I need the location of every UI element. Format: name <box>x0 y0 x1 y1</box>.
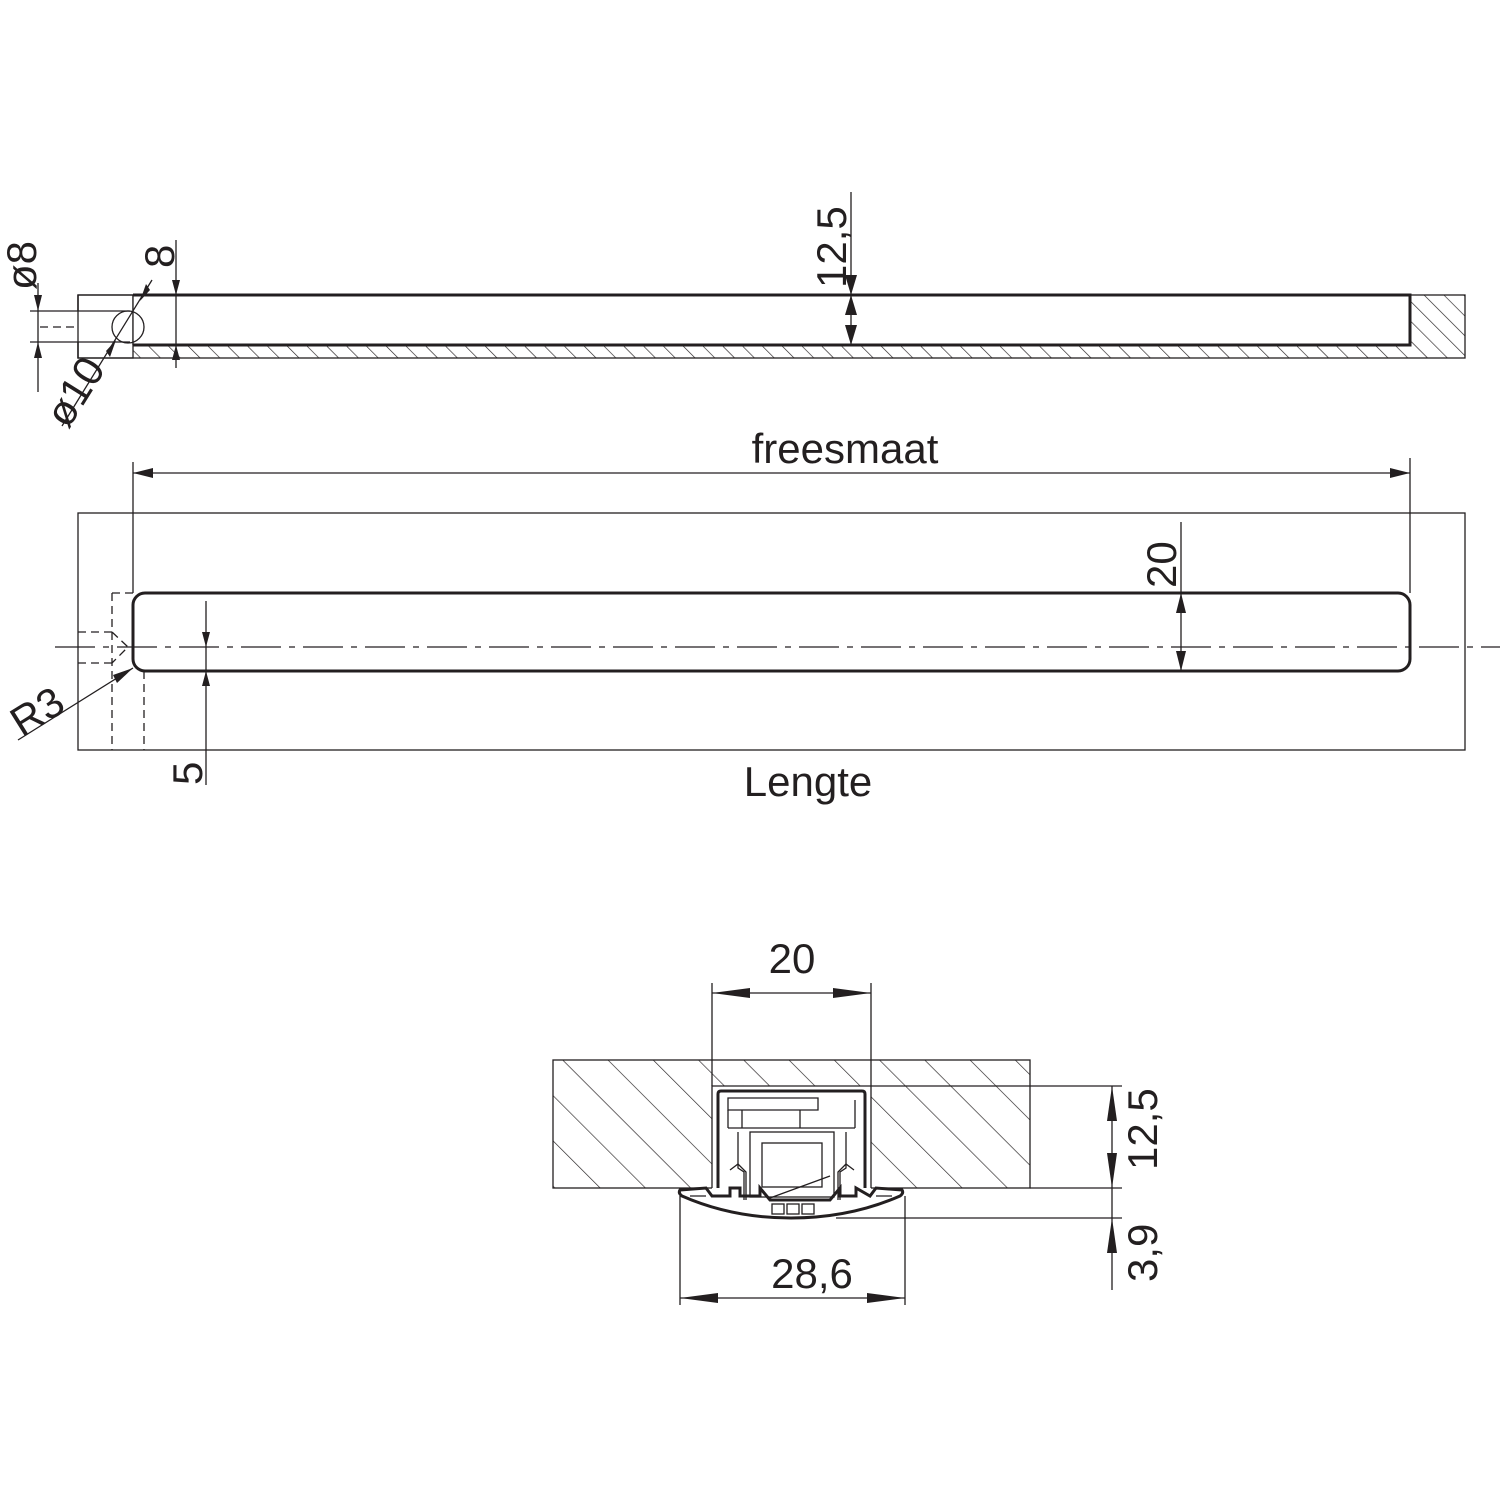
hole-diameter-label: ø8 <box>0 241 45 290</box>
groove-section-outline <box>711 1085 872 1188</box>
board-plan-outline <box>77 512 1466 751</box>
hole-offset-label: 8 <box>136 245 183 268</box>
groove-depth-label: 12,5 <box>1119 1088 1166 1170</box>
length-label: Lengte <box>744 758 872 805</box>
bottom-hatched-strip <box>133 345 1410 358</box>
right-hatched-end <box>1410 295 1465 358</box>
groove <box>133 295 1410 345</box>
slot-outline <box>131 591 1412 673</box>
slot-width-label: 20 <box>1138 541 1185 588</box>
plan-view: freesmaat 20 5 R3 Lengte <box>2 425 1500 805</box>
radius-label: R3 <box>2 677 72 745</box>
edge-offset-label: 5 <box>164 762 211 785</box>
depth-label: 12,5 <box>808 206 855 288</box>
cross-section-view: 20 12,5 3,9 28,6 <box>552 935 1166 1305</box>
counterbore-circle <box>111 310 145 344</box>
groove-width-label: 20 <box>769 935 816 982</box>
flange-height-label: 3,9 <box>1119 1224 1166 1282</box>
freesmaat-label: freesmaat <box>752 425 939 472</box>
side-section-view: 12,5 ø8 8 ø10 <box>0 192 1466 435</box>
flange-width-label: 28,6 <box>771 1250 853 1297</box>
led-profile <box>677 1089 905 1220</box>
